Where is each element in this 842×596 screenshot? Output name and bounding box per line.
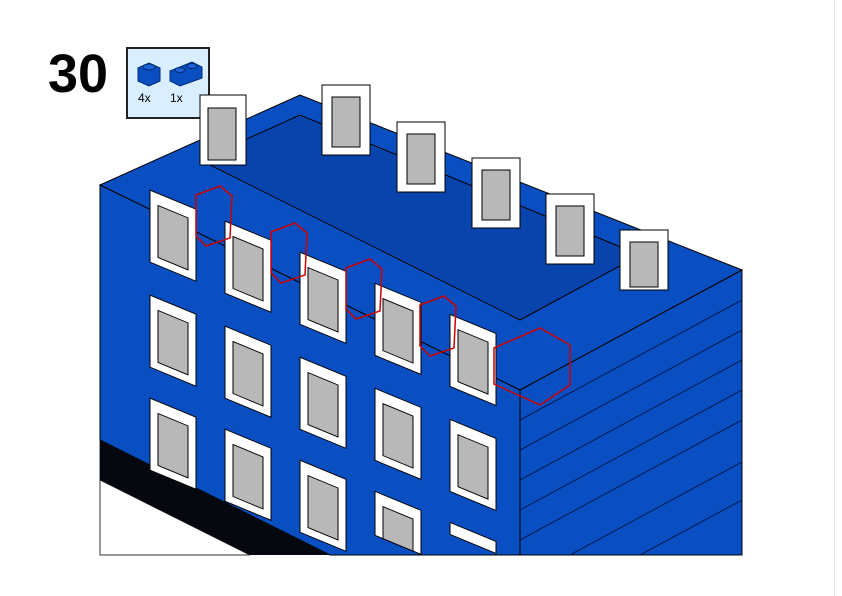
front-windows — [149, 189, 497, 556]
brick-1x1-icon — [137, 62, 161, 87]
brick-1x2-icon — [169, 61, 203, 87]
back-windows — [199, 84, 669, 291]
parts-callout: 4x 1x — [126, 47, 210, 119]
part-quantity: 1x — [170, 91, 183, 105]
new-bricks-highlight — [195, 185, 571, 406]
right-wall — [519, 269, 743, 556]
brick-lines — [519, 299, 743, 556]
step-number: 30 — [48, 44, 109, 104]
part-quantity: 4x — [138, 91, 151, 105]
page-edge — [834, 0, 835, 596]
